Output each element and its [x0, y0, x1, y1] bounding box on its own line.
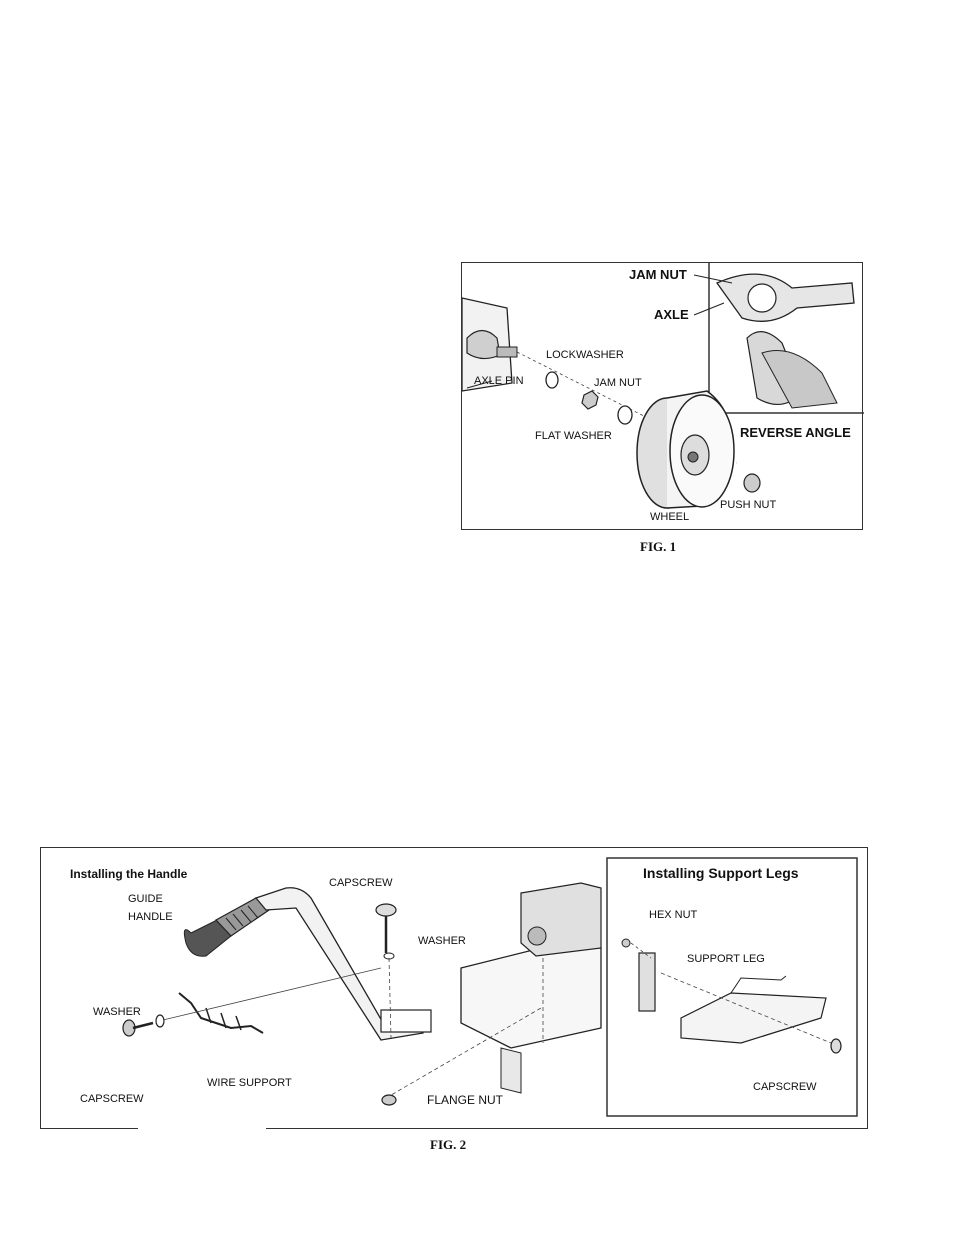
support-leg-label: SUPPORT LEG	[687, 953, 765, 965]
installing-support-legs-title: Installing Support Legs	[643, 865, 799, 881]
flat-washer-label: FLAT WASHER	[535, 430, 612, 442]
installing-handle-title: Installing the Handle	[70, 867, 187, 881]
jam-nut-inset-label: JAM NUT	[629, 267, 687, 282]
wire-support-label: WIRE SUPPORT	[207, 1077, 292, 1089]
capscrew-left-label: CAPSCREW	[80, 1093, 144, 1105]
push-nut-label: PUSH NUT	[720, 499, 776, 511]
axle-label: AXLE	[654, 307, 689, 322]
capscrew-top-label: CAPSCREW	[329, 877, 393, 889]
fig1-illustration: JAM NUT AXLE REVERSE ANGLE LOCKWASHER AX…	[461, 262, 863, 530]
jam-nut-label: JAM NUT	[594, 377, 642, 389]
fig2-caption: FIG. 2	[430, 1137, 466, 1153]
guide-label: GUIDE	[128, 893, 163, 905]
fig1-drawing	[462, 263, 864, 531]
hex-nut-label: HEX NUT	[649, 909, 697, 921]
axle-pin-label: AXLE PIN	[474, 375, 524, 387]
handle-label: HANDLE	[128, 911, 173, 923]
washer-left-label: WASHER	[93, 1006, 141, 1018]
lockwasher-label: LOCKWASHER	[546, 349, 624, 361]
support-capscrew-label: CAPSCREW	[753, 1081, 817, 1093]
fig2-drawing	[41, 848, 869, 1130]
wheel-label: WHEEL	[650, 511, 689, 523]
flange-nut-label: FLANGE NUT	[427, 1093, 503, 1107]
fig2-illustration: Installing the Handle CAPSCREW GUIDE HAN…	[40, 847, 868, 1129]
fig1-caption: FIG. 1	[640, 539, 676, 555]
washer-top-label: WASHER	[418, 935, 466, 947]
reverse-angle-label: REVERSE ANGLE	[740, 425, 851, 440]
